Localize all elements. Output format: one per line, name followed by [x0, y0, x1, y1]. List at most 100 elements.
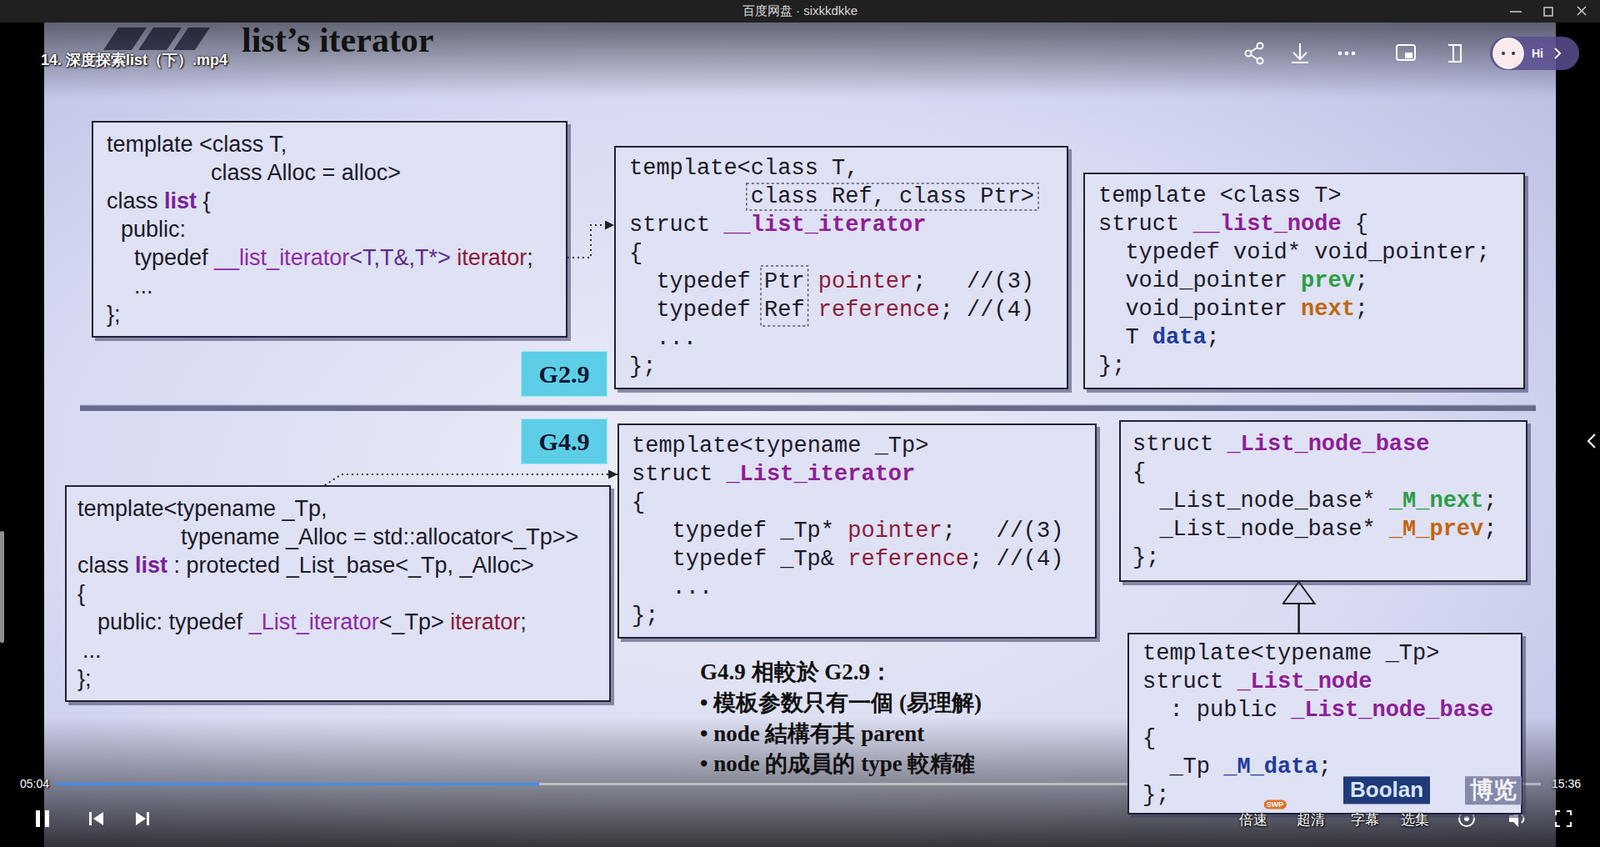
code-token: ; [1483, 516, 1497, 542]
code-line: struct _List_node_base [1132, 430, 1513, 459]
code-line: ... [77, 635, 596, 665]
code-token: ; [520, 609, 527, 635]
code-line: template <class T> [1098, 181, 1510, 210]
control-button: 选集 [1400, 811, 1430, 829]
avatar-pill [1490, 36, 1580, 70]
restore-icon [1544, 7, 1553, 16]
pointer-connector [567, 225, 615, 258]
fullscreen-icon [1555, 810, 1571, 826]
code-token: class Alloc = alloc> [210, 160, 401, 185]
code-box: template<typename _Tp>struct _List_itera… [617, 423, 1097, 639]
code-line: ... [629, 324, 1054, 353]
avatar-eye [1501, 51, 1505, 55]
note-item: • node 的成員的 type 較精確 [700, 750, 975, 777]
code-box: template<typename _Tp,typename _Alloc = … [65, 485, 611, 702]
code-line: typedef _Tp* pointer; //(3) [631, 516, 1082, 545]
version-tag: G4.9 [520, 418, 608, 465]
code-token: { [631, 490, 645, 515]
code-token: ; [1355, 268, 1369, 294]
code-token: template<typename _Tp> [1142, 640, 1440, 666]
version-separator [80, 405, 1536, 411]
code-line: typedef __list_iterator<T,T&,T*> iterato… [106, 243, 553, 272]
code-line: class list { [106, 186, 553, 215]
code-token: { [196, 188, 211, 214]
code-box: template <class T>struct __list_node {ty… [1083, 172, 1525, 390]
pip-icon [1396, 45, 1415, 60]
code-token: prev [1300, 268, 1355, 294]
code-line: { [1142, 724, 1508, 753]
code-token: template<typename _Tp, [77, 495, 327, 521]
note-item: • 模板参数只有一個 (易理解) [700, 689, 982, 716]
time-elapsed: 05:04 [20, 776, 50, 791]
code-token: public: [120, 216, 186, 242]
code-line: typename _Alloc = std::allocator<_Tp>> [77, 522, 596, 551]
code-token: { [629, 240, 643, 266]
code-token: ; [1355, 296, 1369, 322]
code-line: template<typename _Tp> [631, 431, 1082, 460]
code-token: void_pointer [1125, 268, 1301, 294]
code-line: public: typedef _List_iterator<_Tp> iter… [77, 607, 596, 636]
more-icon [1345, 51, 1350, 56]
code-token: }; [629, 354, 656, 380]
code-box: struct _List_node_base{_List_node_base* … [1119, 420, 1528, 582]
code-token: pointer [847, 518, 942, 544]
code-token: public: typedef [97, 609, 250, 635]
download-icon [1291, 43, 1309, 63]
code-token: _List_node_base* [1159, 516, 1389, 542]
avatar-face [1493, 38, 1524, 69]
code-token: G4.9 [539, 427, 590, 455]
file-name: 14. 深度探索list（下）.mp4 [40, 51, 228, 70]
code-token: class Ref, class Ptr> [750, 184, 1035, 210]
code-token: typedef [134, 245, 215, 270]
code-token: _List_node_base* [1159, 488, 1389, 514]
code-token: _M_data [1223, 754, 1318, 780]
prev-icon [93, 811, 104, 825]
code-line: { [77, 579, 596, 608]
code-token: template<typename _Tp> [631, 433, 929, 459]
code-line: typedef void* void_pointer; [1098, 238, 1510, 267]
dotted-frame [746, 183, 1039, 210]
code-token: typedef _Tp& [672, 546, 849, 572]
code-line: void_pointer prev; [1098, 266, 1510, 295]
code-token: }; [77, 665, 92, 691]
code-line: }; [1098, 351, 1510, 380]
code-token: void_pointer [1125, 296, 1301, 322]
code-line: class Alloc = alloc> [106, 158, 553, 187]
code-line: struct __list_node { [1098, 210, 1510, 239]
watermark: 博览 [1465, 775, 1522, 805]
code-token: ; //(4) [940, 297, 1035, 323]
badge: SWP [1264, 800, 1287, 810]
code-token: ; [526, 245, 534, 270]
avatar-greeting: Hi [1531, 46, 1544, 61]
time-total: 15:36 [1551, 776, 1581, 791]
control-button: 超清 [1296, 811, 1325, 829]
code-token: struct [1098, 211, 1193, 237]
code-token: { [1142, 725, 1156, 751]
code-token: ; //(4) [969, 546, 1064, 572]
window-bar [0, 0, 1600, 23]
code-line: _List_node_base* _M_next; [1132, 486, 1513, 515]
code-token: struct [1142, 669, 1237, 695]
version-text: G2.9 [539, 360, 590, 388]
code-token: ... [82, 637, 102, 663]
code-token [450, 245, 458, 270]
code-token: ; [1318, 754, 1332, 780]
code-token: _M_prev [1389, 516, 1484, 542]
code-token: template<class T, [629, 155, 859, 181]
code-token: ; [1206, 325, 1220, 350]
code-token: typedef void* void_pointer; [1125, 240, 1490, 265]
code-token: struct [629, 212, 724, 238]
code-box: template <class T, class Alloc = alloc>cl… [91, 120, 568, 338]
more-icon [1338, 51, 1343, 56]
code-token: { [77, 580, 85, 606]
code-token: template <class T, [106, 131, 287, 157]
code-line: public: [106, 215, 553, 244]
code-token: data [1152, 325, 1207, 350]
code-line: typedef _Tp& reference; //(4) [631, 545, 1082, 574]
code-token: : public [1169, 697, 1291, 723]
version-separator-edge [80, 405, 1536, 406]
code-token: next [1300, 296, 1355, 322]
panel-icon [1448, 45, 1461, 62]
more-icon [1351, 51, 1356, 56]
